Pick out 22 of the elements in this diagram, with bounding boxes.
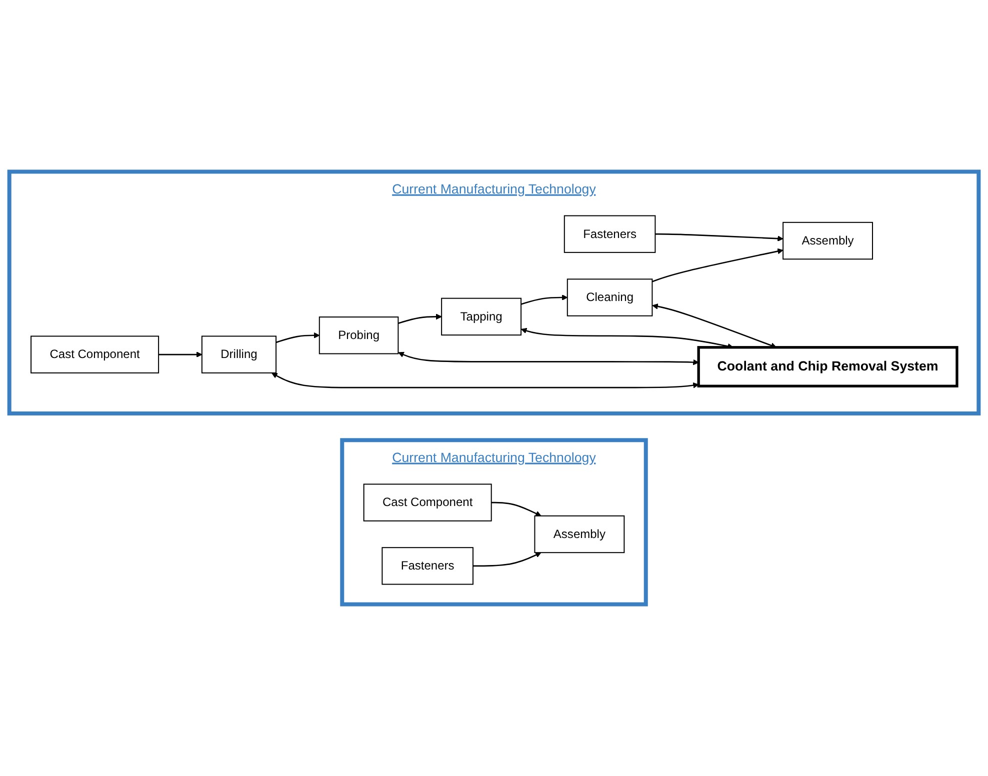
arrow [652,248,784,282]
arrow [158,352,202,358]
node-box: Fasteners [382,547,474,585]
node-box: Probing [318,316,399,354]
arrow [398,352,699,366]
node-box: Assembly [782,222,873,260]
arrow [398,314,442,324]
arrow [655,233,784,242]
arrow [520,294,568,305]
node-box: Tapping [441,298,522,336]
node-box: Coolant and Chip Removal System [697,346,958,388]
arrow [276,332,320,344]
arrow [272,372,699,388]
arrow [491,502,542,516]
arrow [472,552,542,567]
node-box: Cleaning [566,278,653,316]
arrow [652,304,777,348]
node-box: Cast Component [30,336,160,374]
node-box: Cast Component [363,484,492,522]
node-box: Drilling [201,336,277,374]
node-box: Assembly [534,515,625,554]
node-box: Fasteners [564,215,656,253]
